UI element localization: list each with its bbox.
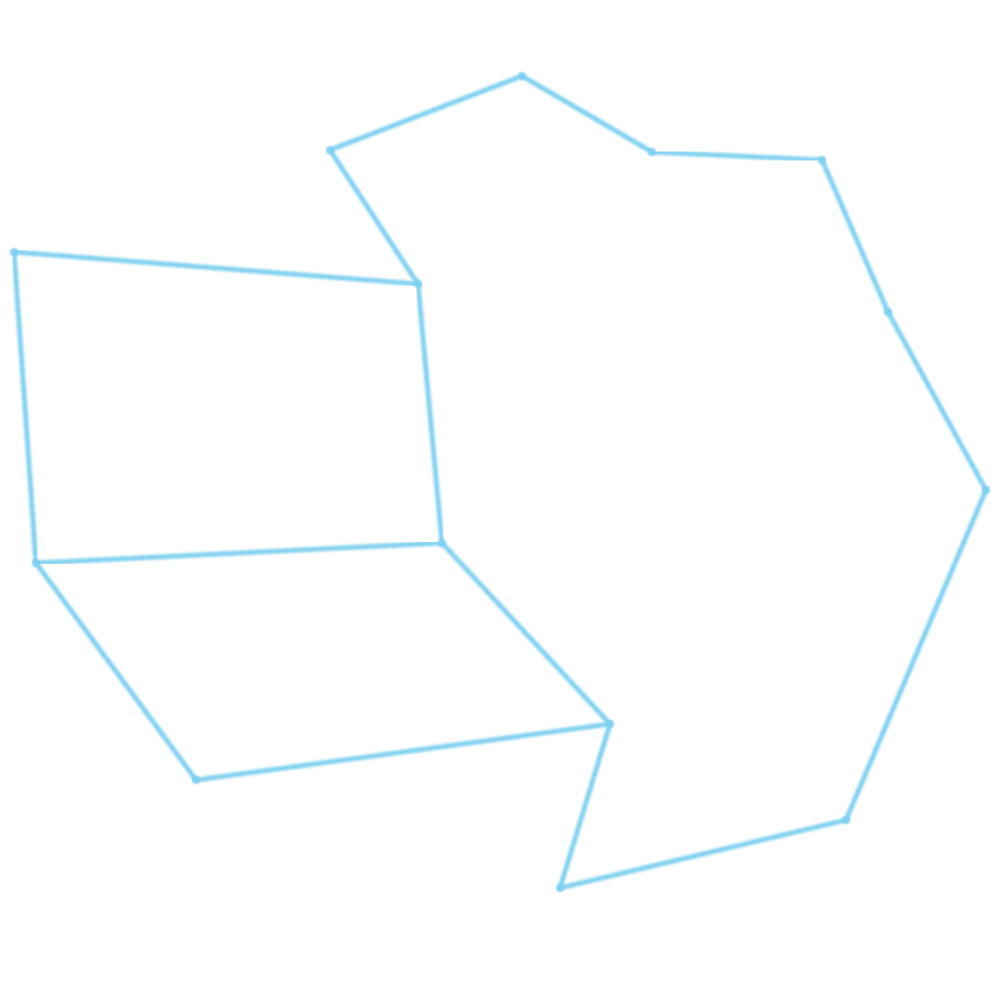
vertex-d	[32, 559, 40, 567]
edge-c-d	[33, 540, 445, 566]
vertices-layer	[10, 72, 990, 892]
vertex-b	[414, 280, 422, 288]
vertex-a	[10, 248, 18, 256]
edge-f-e	[193, 721, 613, 783]
vertex-j	[818, 156, 826, 164]
edge-a-b	[11, 249, 421, 287]
edge-j-k	[819, 157, 891, 315]
edge-i-j	[649, 149, 825, 163]
edge-n-f	[557, 721, 613, 891]
edge-m-n	[557, 817, 849, 891]
edge-b-g	[327, 147, 421, 287]
edge-g-h	[327, 73, 525, 153]
vertex-e	[192, 776, 200, 784]
vertex-i	[648, 148, 656, 156]
edge-k-l	[885, 309, 989, 493]
vertex-l	[982, 486, 990, 494]
vertex-m	[842, 816, 850, 824]
edge-b-c	[415, 281, 445, 546]
vertex-k	[884, 308, 892, 316]
vertex-h	[518, 72, 526, 80]
edge-c-f	[439, 540, 613, 727]
edge-d-a	[11, 249, 39, 566]
vertex-g	[326, 146, 334, 154]
edge-l-m	[843, 487, 989, 823]
edge-h-i	[519, 73, 655, 155]
vertex-n	[556, 884, 564, 892]
edge-e-d	[33, 560, 199, 783]
vertex-f	[606, 720, 614, 728]
vertex-c	[438, 539, 446, 547]
edges-layer	[11, 73, 989, 891]
